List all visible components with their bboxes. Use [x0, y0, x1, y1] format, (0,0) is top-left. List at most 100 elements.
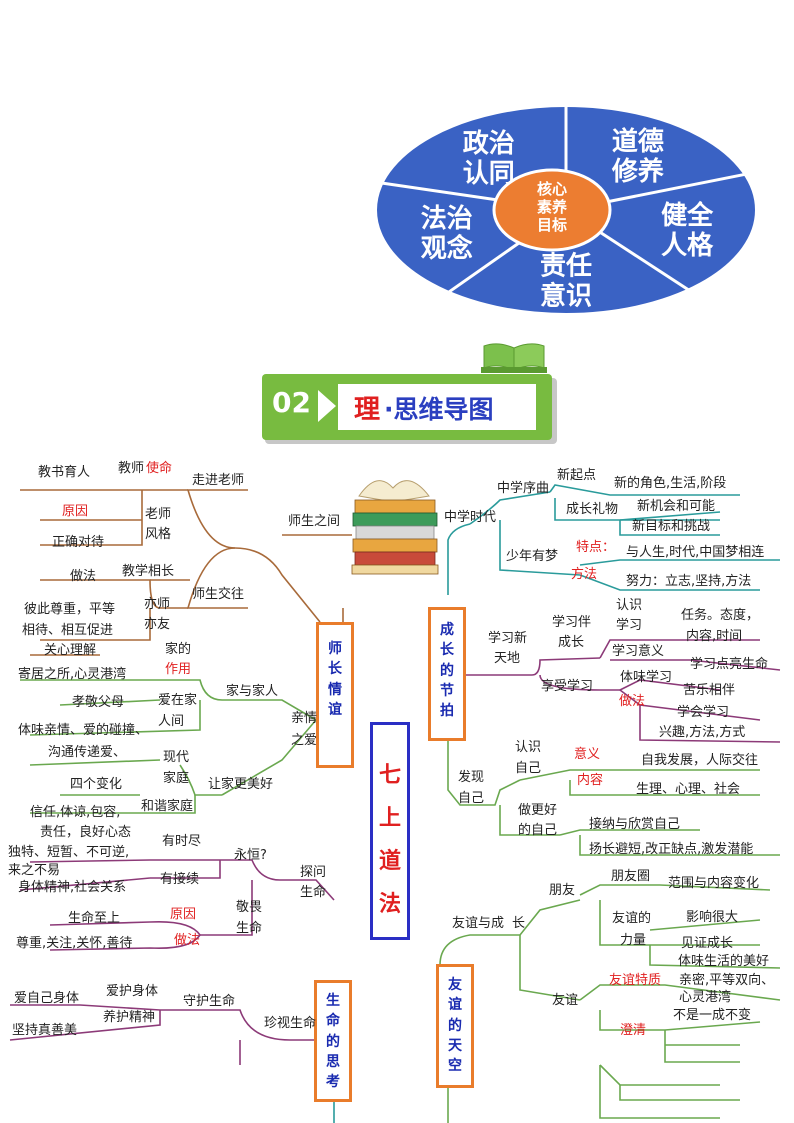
node-u15: 澄清: [620, 1023, 647, 1038]
node-m8: 体味亲情、爱的碰撞、: [18, 723, 149, 738]
node-n14: 做法: [174, 933, 201, 948]
node-l14: 相待、相互促进: [22, 623, 114, 638]
node-l10: 教学相长: [122, 564, 175, 579]
node-l11: 师生交往: [192, 587, 245, 602]
node-m11: 之爱: [291, 733, 318, 748]
node-m12: 现代: [163, 750, 190, 765]
node-p13: 苦乐相伴: [683, 683, 736, 698]
wheel-center: [492, 168, 612, 252]
node-n3: 来之不易: [8, 863, 61, 878]
node-m13: 家庭: [163, 771, 190, 786]
node-m17: 信任,体谅,包容,: [30, 805, 121, 820]
node-r1: 新起点: [557, 468, 597, 483]
book-icon: [481, 343, 547, 373]
node-q1: 认识: [515, 740, 542, 755]
node-p6: 内容,时间: [686, 629, 743, 644]
node-r4: 成长礼物: [566, 502, 619, 517]
node-m7: 家与家人: [226, 684, 279, 699]
node-q3: 自我发展，人际交往: [641, 753, 759, 768]
node-r12: 努力：立志,坚持,方法: [626, 574, 752, 589]
node-n12: 生命: [236, 921, 263, 936]
node-m1: 家的: [165, 642, 192, 657]
node-l12: 彼此尊重，平等: [24, 602, 116, 617]
node-n17: 守护生命: [183, 994, 236, 1009]
book-stack-icon: [351, 480, 439, 575]
node-l8: 师生之间: [288, 514, 341, 529]
wheel-sector-label: 责任意识: [540, 252, 592, 312]
node-l7: 正确对待: [52, 535, 105, 550]
node-u5: 长: [512, 916, 526, 931]
node-n4: 永恒?: [234, 848, 267, 863]
center-topic-box: 七 上 道 法: [370, 722, 410, 940]
node-r9: 与人生,时代,中国梦相连: [626, 545, 765, 560]
node-n1: 有时尽: [162, 834, 202, 849]
node-r7: 中学时代: [444, 510, 497, 525]
node-p2: 学习伴: [552, 615, 592, 630]
node-q10: 接纳与欣赏自己: [589, 817, 681, 832]
node-n13: 尊重,关注,关怀,善待: [16, 936, 133, 951]
node-n6: 身体精神,社会关系: [18, 880, 127, 895]
wheel-sector-label: 道德修养: [611, 126, 664, 187]
node-p12: 享受学习: [541, 679, 594, 694]
node-r6: 新目标和挑战: [632, 519, 711, 534]
node-m18: 责任，良好心态: [40, 825, 132, 840]
node-n2: 独特、短暂、不可逆,: [8, 845, 130, 860]
branch-shengming: 生 命 的 思 考: [326, 993, 340, 1091]
node-q9: 做更好: [518, 803, 558, 818]
node-u13: 友谊: [552, 993, 579, 1008]
branch-youyi-box: 友 谊 的 天 空: [436, 964, 474, 1088]
branch-youyi: 友 谊 的 天 空: [448, 977, 462, 1075]
node-n10: 原因: [170, 907, 197, 922]
node-l13: 亦师: [144, 597, 171, 612]
node-l9: 做法: [70, 569, 97, 584]
node-l4: 原因: [62, 504, 89, 519]
node-r8: 特点：: [576, 540, 616, 555]
node-m6: 人间: [158, 714, 185, 729]
center-topic: 七 上 道 法: [378, 763, 401, 917]
node-n19: 坚持真善美: [12, 1023, 78, 1038]
node-u8: 力量: [620, 933, 647, 948]
banner-arrow-notch: [318, 390, 336, 422]
node-p3: 学习: [616, 618, 643, 633]
node-u9: 见证成长: [681, 936, 734, 951]
node-u14: 心灵港湾: [679, 990, 732, 1005]
node-u11: 友谊特质: [609, 973, 662, 988]
node-p16: 兴趣,方法,方式: [659, 725, 746, 740]
node-m15: 让家更美好: [208, 777, 274, 792]
node-p1: 认识: [616, 598, 643, 613]
node-r5: 新机会和可能: [637, 499, 716, 514]
node-m9: 沟通传递爱、: [48, 745, 127, 760]
node-n9: 生命至上: [68, 911, 121, 926]
branch-chengzhang: 成 长 的 节 拍: [440, 622, 454, 720]
node-r2: 新的角色,生活,阶段: [614, 476, 727, 491]
banner-white-panel: [338, 384, 536, 430]
node-p14: 做法: [619, 694, 646, 709]
node-p9a: 学习意义: [612, 644, 665, 659]
banner-number: 02: [272, 386, 311, 419]
node-m5: 爱在家: [158, 693, 198, 708]
node-r3: 中学序曲: [497, 481, 550, 496]
node-u6: 友谊的: [612, 911, 652, 926]
node-u4: 友谊与成: [452, 916, 505, 931]
node-r11: 方法: [571, 567, 598, 582]
node-n8: 生命: [300, 885, 327, 900]
node-m3: 寄居之所,心灵港湾: [18, 667, 127, 682]
node-n18: 养护精神: [103, 1010, 156, 1025]
branch-shizhang: 师 长 情 谊: [328, 641, 342, 718]
node-q12: 扬长避短,改正缺点,激发潜能: [589, 842, 754, 857]
banner-title-first: 理: [354, 395, 381, 425]
node-m2: 作用: [165, 662, 192, 677]
node-n5: 有接续: [160, 872, 200, 887]
wheel-sector-label: 健全人格: [661, 200, 714, 261]
wheel-center-label: 核心素养目标: [537, 180, 568, 234]
branch-chengzhang-box: 成 长 的 节 拍: [428, 607, 466, 741]
node-l16: 关心理解: [44, 643, 97, 658]
node-l2a: 教师: [118, 461, 145, 476]
node-q5: 发现: [458, 770, 485, 785]
wheel-sector-label: 法治观念: [421, 204, 473, 264]
node-p11: 体味学习: [620, 670, 673, 685]
branch-shengming-box: 生 命 的 思 考: [314, 980, 352, 1102]
node-u7: 影响很大: [686, 910, 739, 925]
